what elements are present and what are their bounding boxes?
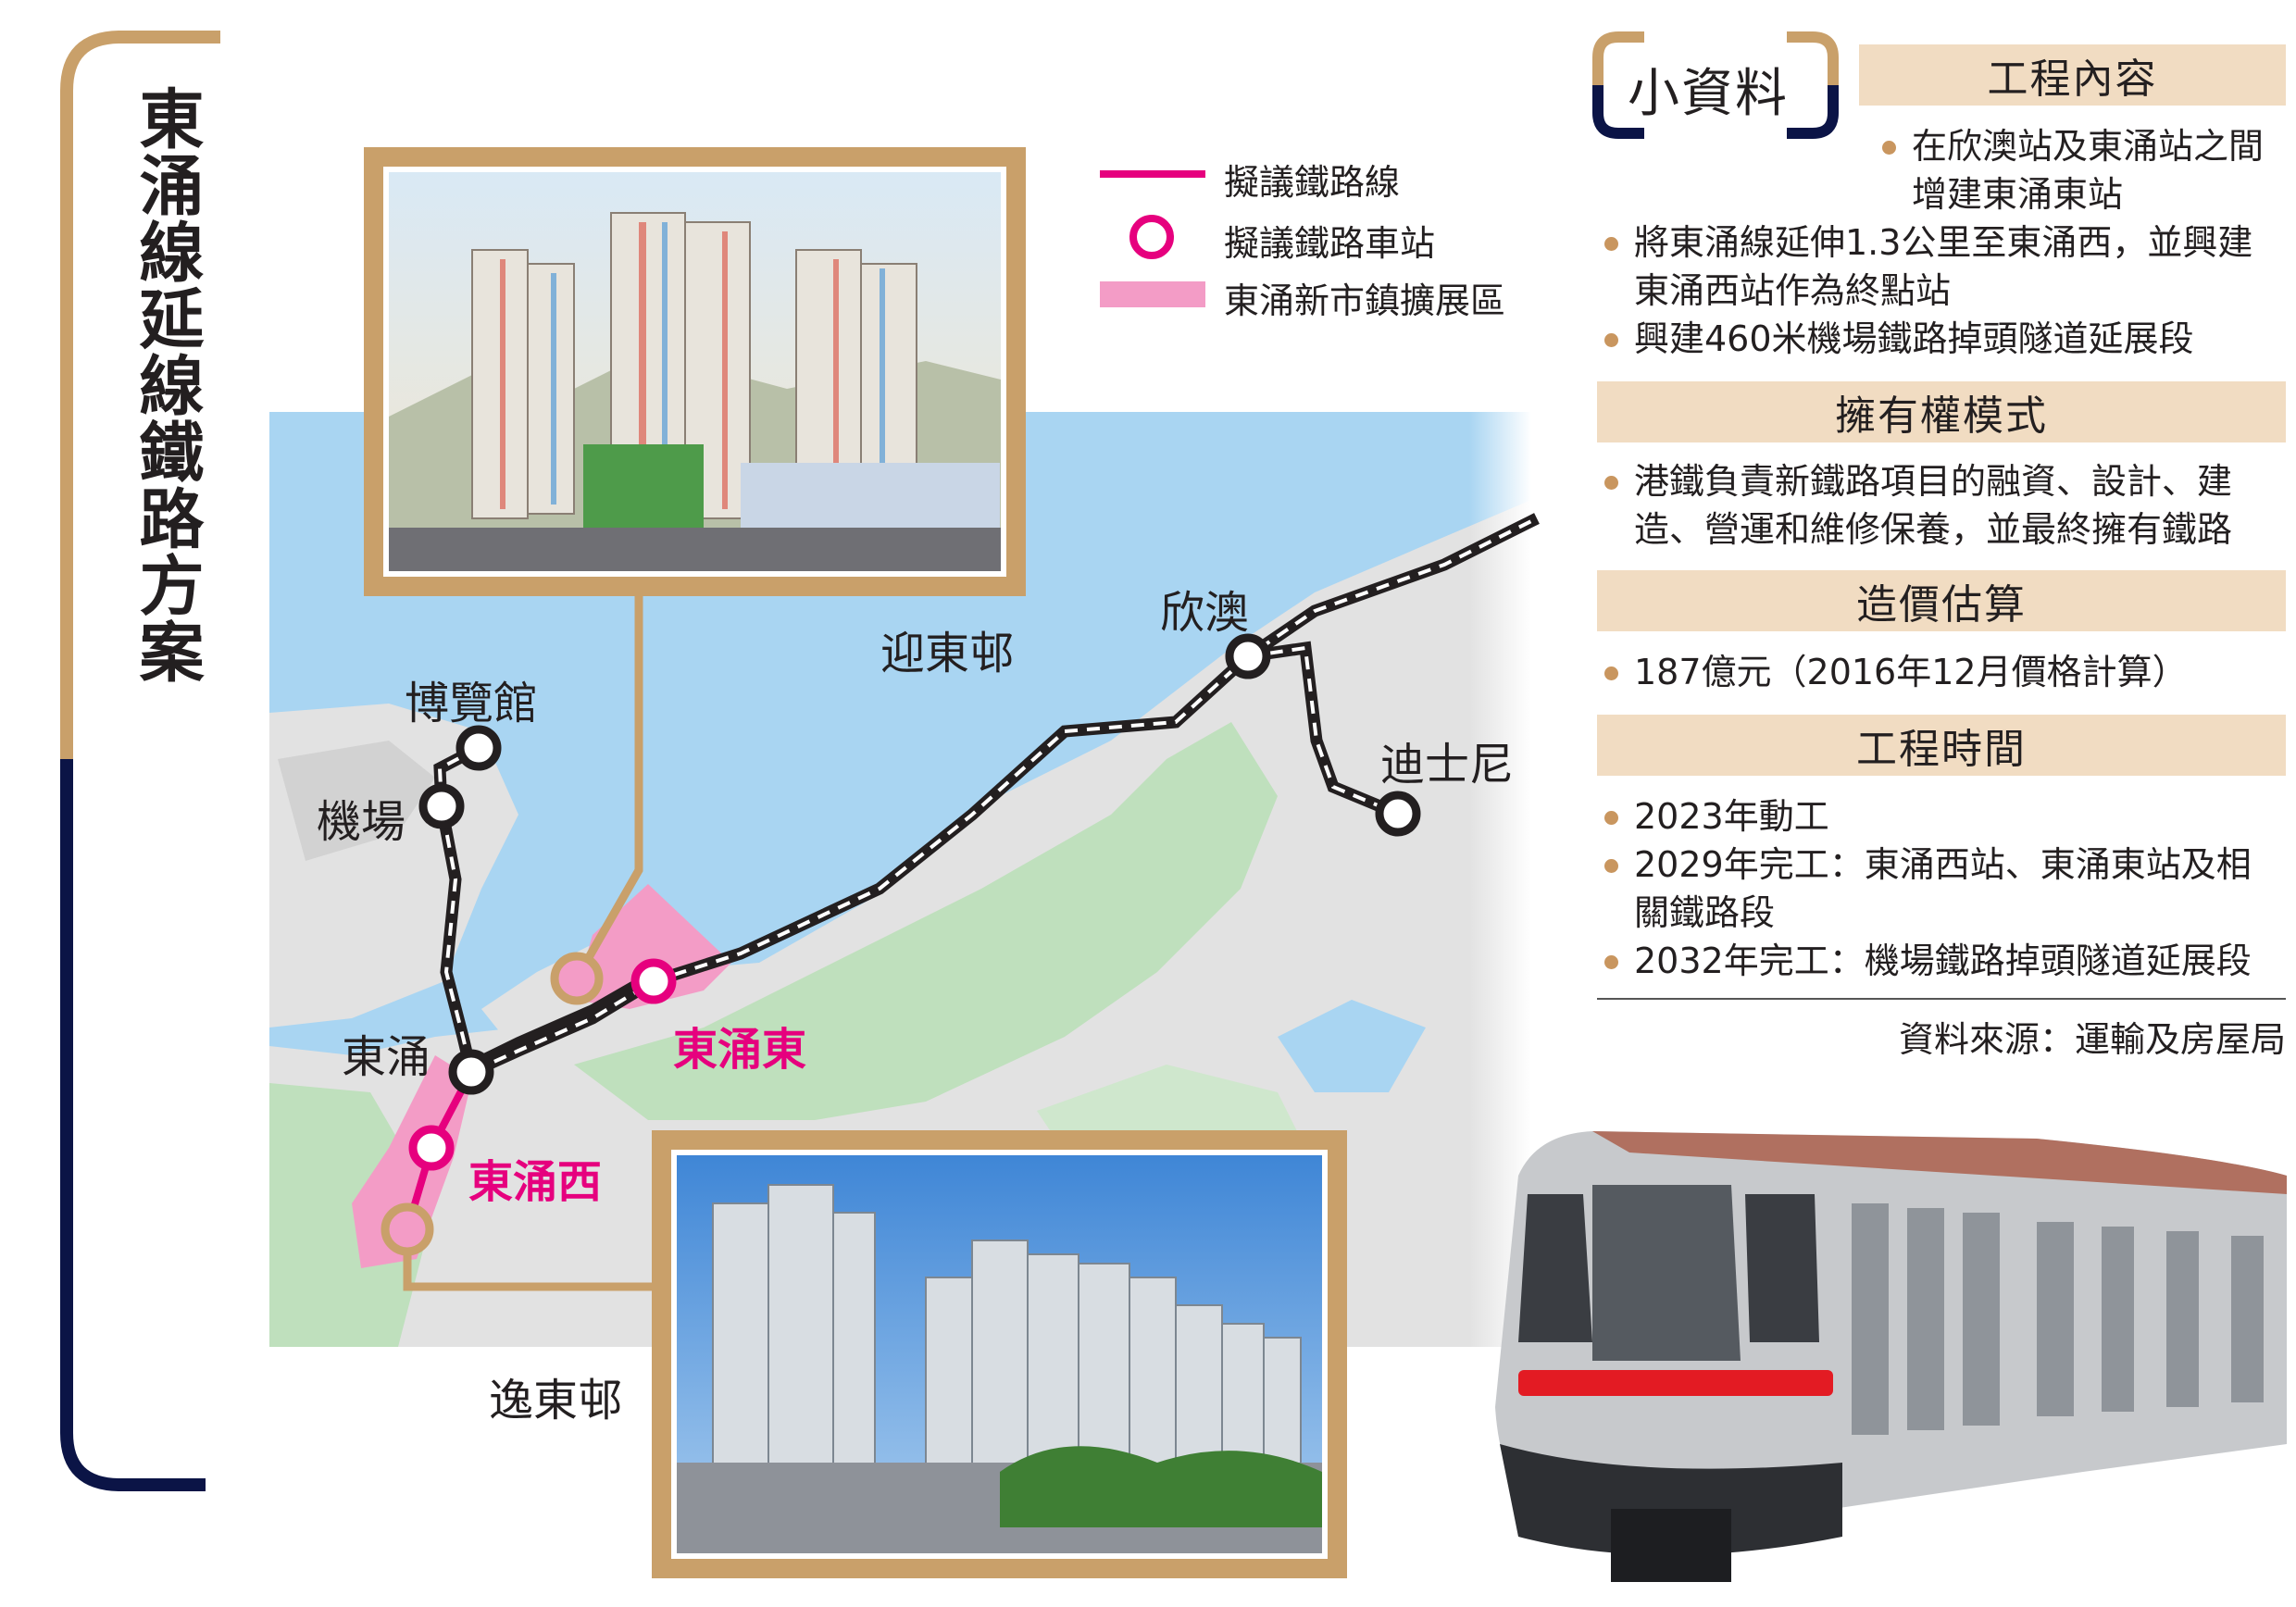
- legend-proposed-line: 擬議鐵路線: [1224, 162, 1401, 203]
- station-disney: [1375, 791, 1421, 837]
- ownership-item: 港鐵負責新鐵路項目的融資、設計、建造、營運和維修保養，並最終擁有鐵路: [1597, 457, 2286, 554]
- label-asiaworld: 博覽館: [405, 678, 539, 729]
- schedule-item: 2029年完工：東涌西站、東涌東站及相關鐵路段: [1597, 841, 2286, 937]
- scope-item: 將東涌線延伸1.3公里至東涌西，並興建東涌西站作為終點站: [1597, 218, 2286, 315]
- title-bracket: [60, 31, 220, 1491]
- label-tung-chung-west: 東涌西: [468, 1156, 603, 1208]
- divider: [1597, 998, 2286, 1000]
- info-badge-bracket: [1592, 31, 1839, 139]
- info-panel: 工程內容 在欣澳站及東涌站之間增建東涌東站 將東涌線延伸1.3公里至東涌西，並興…: [1597, 28, 2286, 1062]
- photo-ying-tung-estate: [364, 147, 1026, 596]
- label-airport: 機場: [317, 796, 406, 848]
- schedule-item: 2032年完工：機場鐵路掉頭隧道延展段: [1597, 937, 2286, 985]
- section-heading-scope: 工程內容: [1859, 44, 2286, 106]
- schedule-item: 2023年動工: [1597, 792, 2286, 841]
- scope-item: 興建460米機場鐵路掉頭隧道延展段: [1597, 315, 2286, 363]
- station-tung-chung-west: [408, 1125, 455, 1171]
- station-tung-chung-east: [630, 958, 677, 1004]
- legend-proposed-station: 擬議鐵路車站: [1224, 223, 1436, 264]
- station-airport: [418, 783, 465, 829]
- cost-item: 187億元（2016年12月價格計算）: [1597, 648, 2286, 696]
- label-yat-tung: 逸東邨: [489, 1375, 623, 1426]
- scope-item: 在欣澳站及東涌站之間增建東涌東站: [1875, 122, 2286, 218]
- section-heading-schedule: 工程時間: [1597, 715, 2286, 776]
- label-sunny-bay: 欣澳: [1160, 587, 1250, 639]
- station-asiaworld: [455, 725, 502, 771]
- page-title: 東涌線延線鐵路方案: [129, 85, 205, 685]
- label-ying-tung: 迎東邨: [880, 628, 1015, 679]
- mtr-train-illustration: [1495, 1131, 2287, 1582]
- label-disney: 迪士尼: [1380, 739, 1515, 791]
- station-sunny-bay: [1225, 633, 1271, 679]
- expansion-area-west: [352, 1055, 472, 1268]
- photo-pointer-east: [550, 952, 604, 1005]
- photo-pointer-west: [381, 1202, 434, 1256]
- label-tung-chung-east: 東涌東: [673, 1024, 807, 1076]
- station-tung-chung: [448, 1049, 494, 1095]
- label-tung-chung: 東涌: [342, 1031, 431, 1083]
- info-badge: 小資料: [1628, 64, 1789, 124]
- section-heading-cost: 造價估算: [1597, 570, 2286, 631]
- legend-expansion-area: 東涌新市鎮擴展區: [1224, 280, 1506, 321]
- legend-area-icon: [1100, 281, 1205, 307]
- expansion-area-east: [574, 884, 731, 1009]
- source-note: 資料來源：運輸及房屋局: [1898, 1019, 2286, 1060]
- photo-yat-tung-estate: [652, 1130, 1347, 1578]
- section-heading-ownership: 擁有權模式: [1597, 381, 2286, 442]
- legend-station-icon: [1129, 215, 1174, 259]
